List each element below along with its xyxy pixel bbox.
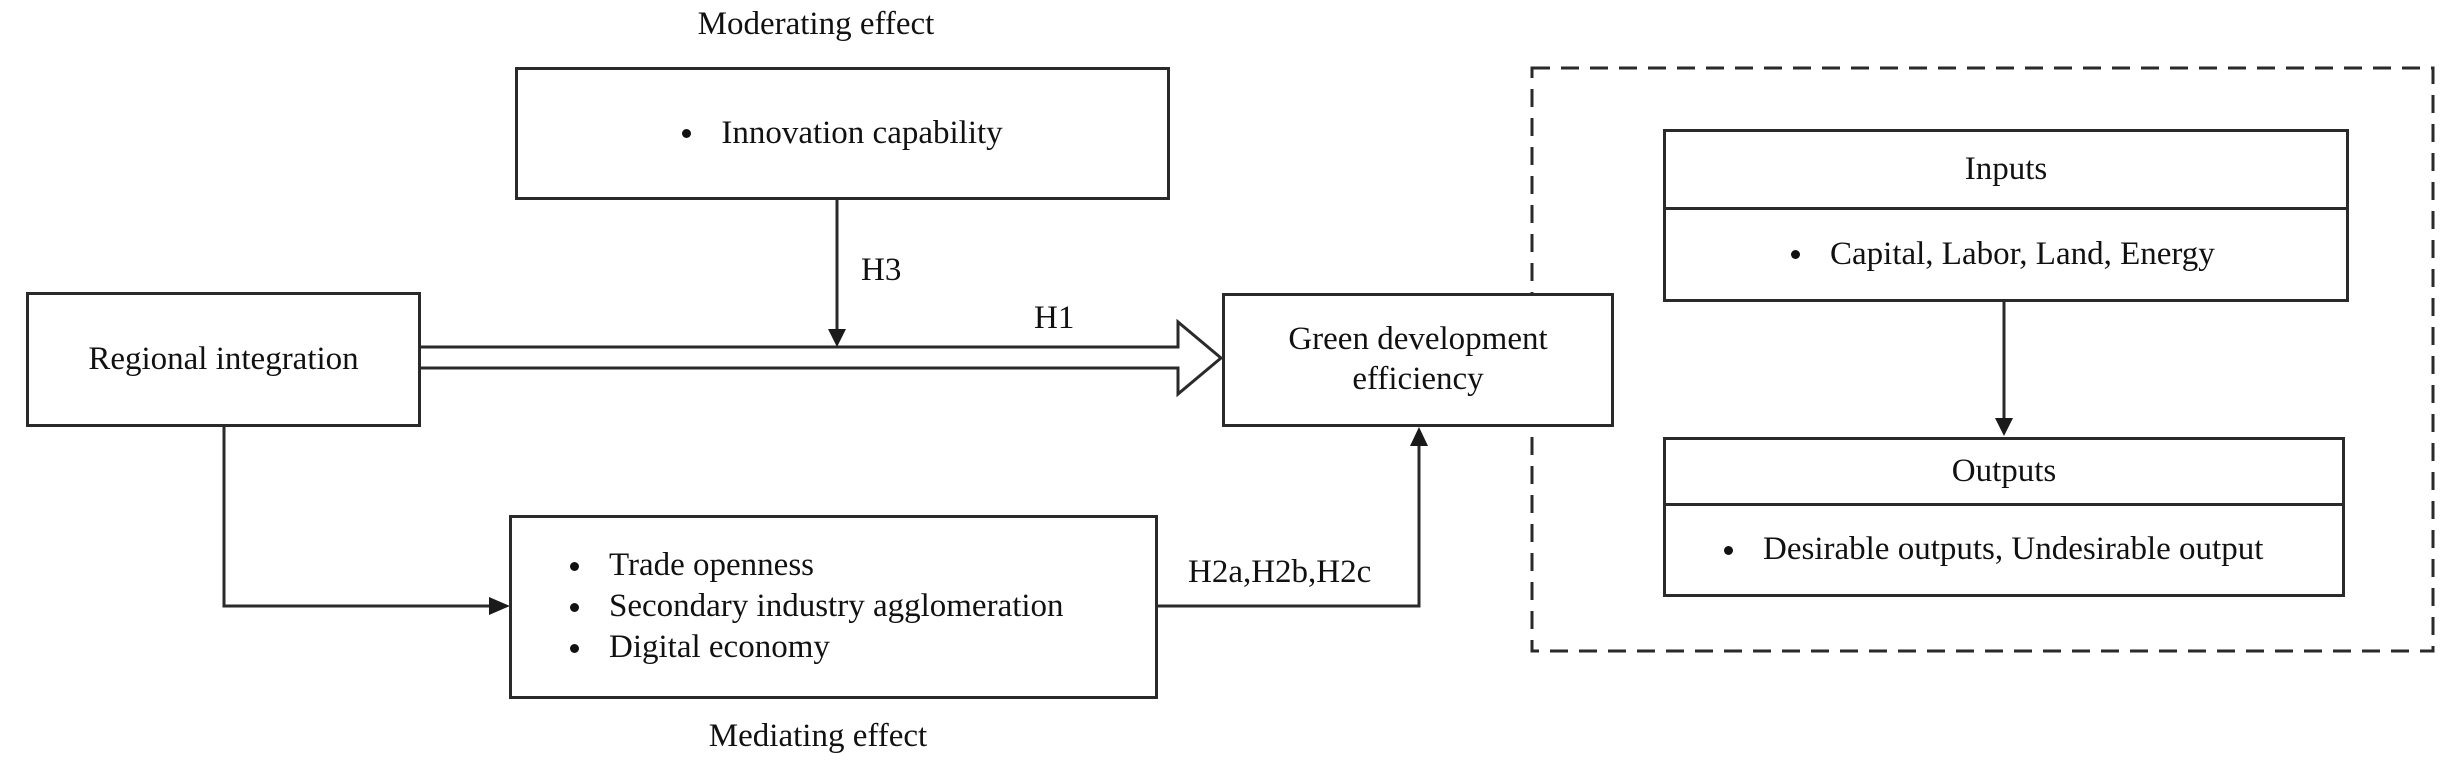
bullet-icon — [570, 561, 579, 571]
inputs-box-title: Inputs — [1666, 132, 2346, 210]
mediation-connector-arrow — [222, 426, 510, 615]
regional-integration-text: Regional integration — [88, 340, 359, 377]
h2-label: H2a,H2b,H2c — [1188, 554, 1372, 590]
inputs-box: Inputs Capital, Labor, Land, Energy — [1663, 129, 2349, 302]
inputs-box-item: Capital, Labor, Land, Energy — [1666, 210, 2346, 299]
outputs-box-item: Desirable outputs, Undesirable output — [1666, 506, 2342, 594]
bullet-icon — [1791, 250, 1800, 259]
mediating-effect-label: Mediating effect — [708, 718, 928, 754]
h1-arrow — [413, 318, 1224, 398]
h3-arrow — [828, 200, 846, 347]
inputs-outputs-arrow — [1995, 302, 2013, 436]
green-development-efficiency-text: Green development efficiency — [1288, 321, 1548, 397]
green-development-efficiency-box: Green development efficiency — [1222, 293, 1614, 427]
innovation-capability-text: Innovation capability — [721, 114, 1003, 151]
h3-label: H3 — [861, 252, 902, 288]
bullet-icon — [570, 602, 579, 612]
regional-integration-box: Regional integration — [26, 292, 421, 427]
inputs-item-text: Capital, Labor, Land, Energy — [1830, 235, 2215, 272]
mediating-item-text: Secondary industry agglomeration — [609, 588, 1064, 625]
mediating-item: Digital economy — [570, 628, 830, 669]
innovation-capability-item: Innovation capability — [682, 114, 1003, 154]
h1-label: H1 — [1034, 300, 1075, 336]
mediating-item: Secondary industry agglomeration — [570, 587, 1064, 628]
bullet-icon — [1724, 545, 1733, 555]
outputs-box-title: Outputs — [1666, 440, 2342, 506]
mediating-item: Trade openness — [570, 546, 814, 587]
h2-connector-arrow — [1157, 427, 1428, 608]
outputs-box: Outputs Desirable outputs, Undesirable o… — [1663, 437, 2345, 597]
bullet-icon — [570, 643, 579, 653]
mediating-item-text: Trade openness — [609, 547, 815, 584]
mediating-variables-box: Trade openness Secondary industry agglom… — [509, 515, 1158, 699]
bullet-icon — [682, 129, 692, 138]
innovation-capability-box: Innovation capability — [515, 67, 1170, 200]
mediating-item-text: Digital economy — [609, 629, 830, 666]
outputs-item-text: Desirable outputs, Undesirable output — [1763, 531, 2264, 568]
moderating-effect-label: Moderating effect — [697, 6, 935, 42]
